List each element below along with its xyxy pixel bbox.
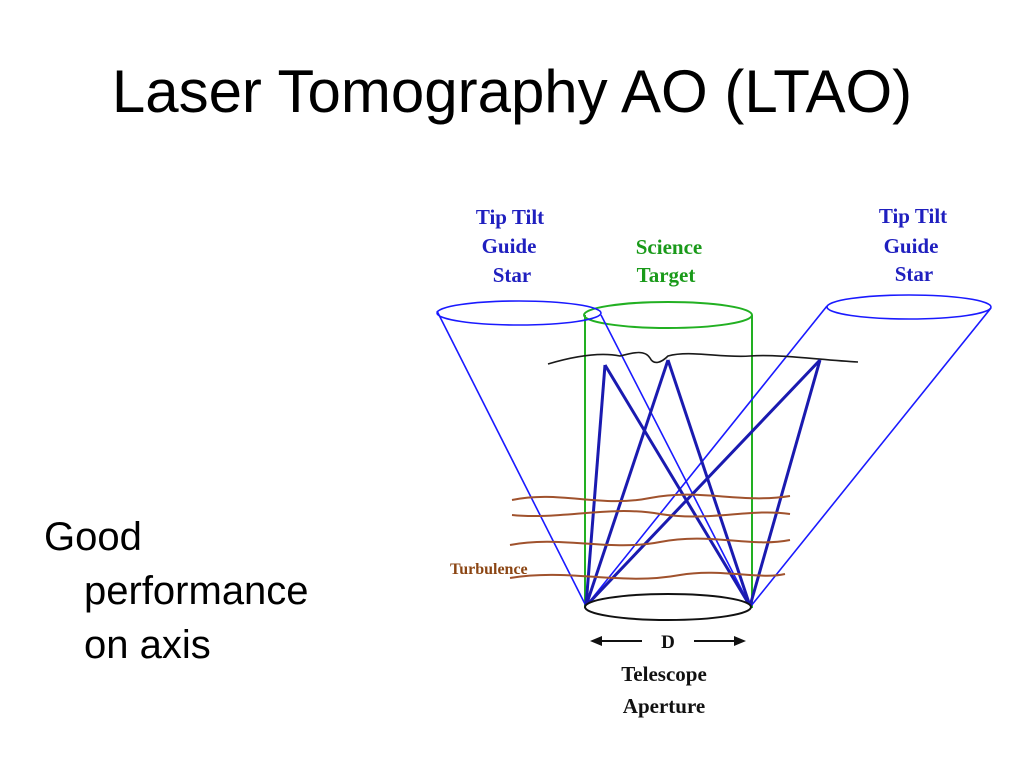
turbulence-layer-4 — [509, 571, 786, 580]
beam-3a — [584, 358, 822, 608]
left-star-label-line-3: Star — [493, 263, 532, 287]
left-cone-edge-outer — [436, 310, 587, 607]
left-cone-edge-inner — [600, 314, 751, 607]
left-guide-star-label: Tip Tilt Guide Star — [476, 205, 544, 287]
aperture-dimension-arrow — [590, 636, 746, 646]
beam-3b — [748, 359, 822, 607]
laser-beams — [584, 358, 822, 608]
telescope-aperture — [584, 593, 752, 621]
turbulence-layer-2 — [511, 510, 791, 518]
beam-2a — [584, 359, 670, 607]
upper-turbulence-layer — [547, 351, 859, 365]
turbulence-layer-3 — [509, 537, 791, 547]
beam-1b — [603, 364, 752, 607]
left-cone-top — [436, 300, 602, 326]
bullet-line-2: performance — [84, 569, 309, 613]
right-star-label-line-1: Tip Tilt — [879, 204, 947, 228]
right-cone-top — [826, 294, 992, 320]
science-label-line-1: Science — [636, 235, 702, 259]
turbulence-layer-1 — [511, 493, 791, 503]
beam-2b — [666, 359, 752, 607]
right-star-label-line-3: Star — [895, 262, 934, 286]
left-star-label-line-2: Guide — [482, 234, 537, 258]
beam-1a — [584, 364, 607, 607]
science-target-label: Science Target — [636, 235, 702, 287]
science-target-cylinder — [583, 301, 753, 608]
right-cone-edge-outer — [750, 307, 992, 607]
aperture-symbol: D — [661, 632, 675, 653]
right-cone-edge-inner — [585, 305, 828, 607]
bullet-text: Good performance on axis — [44, 510, 384, 672]
aperture-label-line-1: Telescope — [621, 662, 707, 686]
right-guide-star-cone — [585, 294, 992, 607]
science-cylinder-top — [583, 301, 753, 329]
slide-title: Laser Tomography AO (LTAO) — [111, 58, 913, 125]
bullet-line-3: on axis — [84, 623, 211, 667]
turbulence-layers — [509, 493, 791, 580]
left-star-label-line-1: Tip Tilt — [476, 205, 544, 229]
aperture-label: Telescope Aperture — [621, 662, 707, 718]
turbulence-label: Turbulence — [450, 561, 528, 578]
left-guide-star-cone — [436, 300, 751, 607]
science-label-line-2: Target — [637, 263, 696, 287]
right-star-label-line-2: Guide — [884, 234, 939, 258]
right-guide-star-label: Tip Tilt Guide Star — [879, 204, 947, 286]
bullet-line-1: Good — [44, 515, 142, 559]
aperture-label-line-2: Aperture — [623, 694, 705, 718]
